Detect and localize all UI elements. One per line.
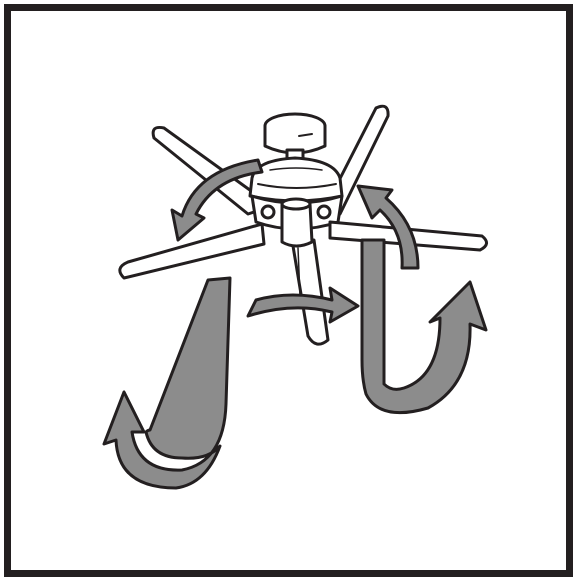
diagram-frame	[4, 4, 573, 577]
fan-motor-housing	[248, 156, 344, 203]
fan-light-kit	[280, 202, 314, 248]
airflow-arrow-upper-left	[170, 158, 264, 242]
airflow-arrow-bottom	[246, 286, 360, 324]
airflow-arrow-upper-right	[356, 184, 420, 270]
fan-blade-front-left	[118, 222, 266, 280]
fan-blade-back-left	[151, 126, 274, 216]
fan-blade-front	[290, 238, 330, 346]
airflow-arrow-right	[360, 238, 488, 415]
airflow-arrow-left	[102, 276, 232, 490]
